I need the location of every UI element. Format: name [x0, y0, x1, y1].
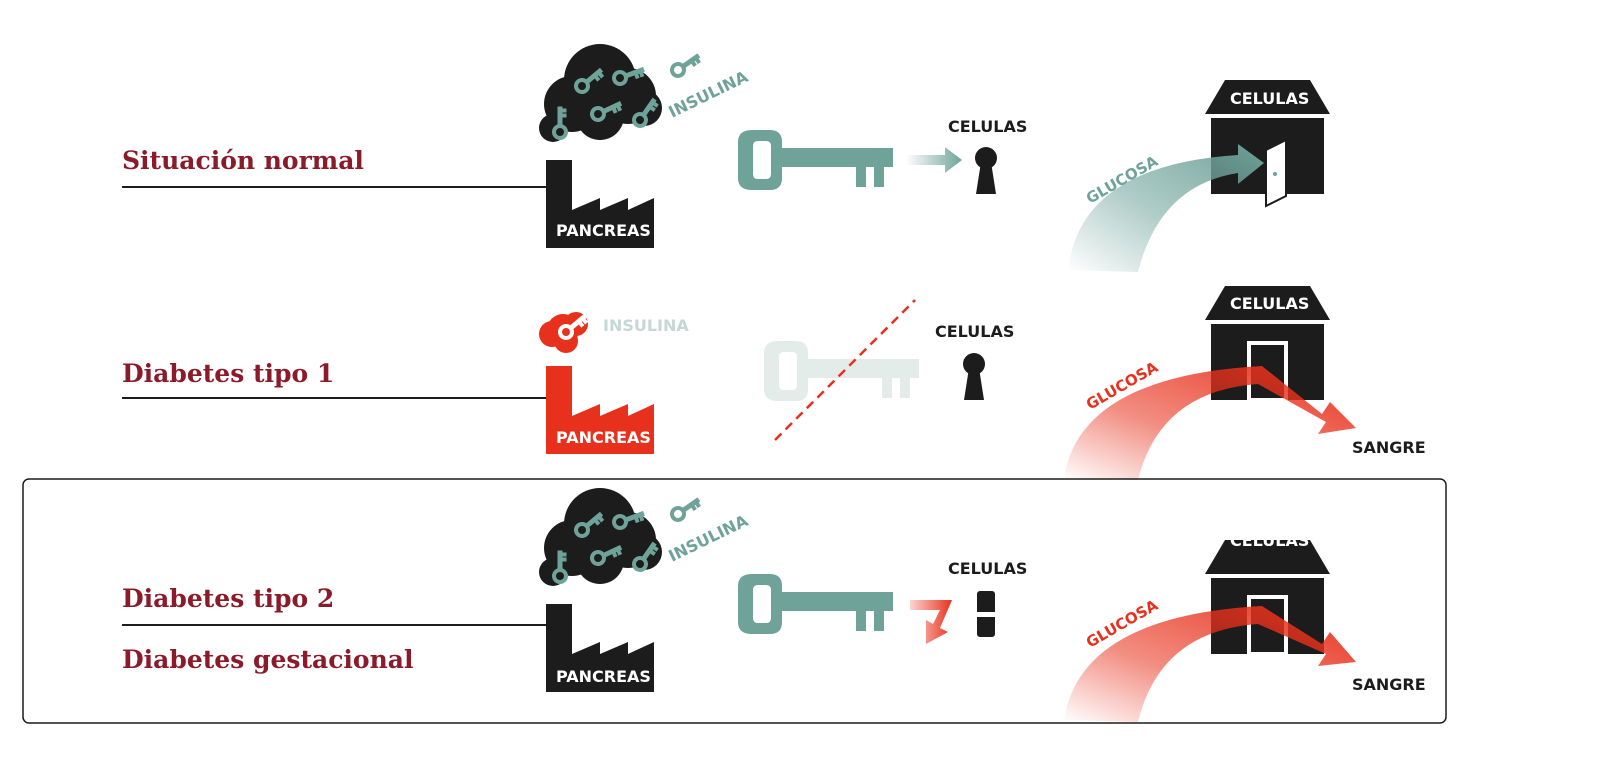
arrow-right-icon [906, 147, 962, 173]
big-key-icon [738, 130, 893, 190]
row-label-tipo2: Diabetes tipo 2 [122, 584, 334, 613]
row-normal: Situación normal INSULINA PANCREAS CELUL… [122, 44, 1330, 272]
door-knob [1273, 172, 1277, 176]
celulas-house-label: CELULAS [1230, 89, 1309, 108]
keyhole-icon [963, 353, 985, 400]
glucose-arrow-icon [1064, 606, 1356, 722]
glucose-arrow-icon [1068, 144, 1264, 272]
arrow-bounce-icon [910, 600, 952, 644]
row-label-gestacional: Diabetes gestacional [122, 645, 413, 674]
celulas-lock-label: CELULAS [948, 559, 1027, 578]
row-tipo2: Diabetes tipo 2 Diabetes gestacional INS… [122, 488, 1426, 722]
pancreas-label: PANCREAS [556, 428, 651, 447]
big-key-faded-icon [764, 341, 919, 401]
celulas-house-label: CELULAS [1230, 531, 1309, 550]
keyhole-icon [975, 147, 997, 194]
highlight-box [22, 478, 1447, 724]
row-tipo1: Diabetes tipo 1 INSULINA PANCREAS CELULA… [122, 286, 1426, 480]
celulas-lock-label: CELULAS [935, 322, 1014, 341]
pancreas-label: PANCREAS [556, 221, 651, 240]
insulina-label: INSULINA [603, 316, 689, 335]
glucose-arrow-icon [1064, 366, 1356, 480]
sangre-label: SANGRE [1352, 675, 1426, 694]
sangre-label: SANGRE [1352, 438, 1426, 457]
celulas-house-label: CELULAS [1230, 294, 1309, 313]
pancreas-label: PANCREAS [556, 667, 651, 686]
celulas-lock-label: CELULAS [948, 117, 1027, 136]
row-label-normal: Situación normal [122, 146, 364, 175]
blocked-keyhole-icon [974, 591, 998, 637]
row-label-tipo1: Diabetes tipo 1 [122, 359, 334, 388]
big-key-icon [738, 574, 893, 634]
blocked-line [774, 299, 916, 441]
